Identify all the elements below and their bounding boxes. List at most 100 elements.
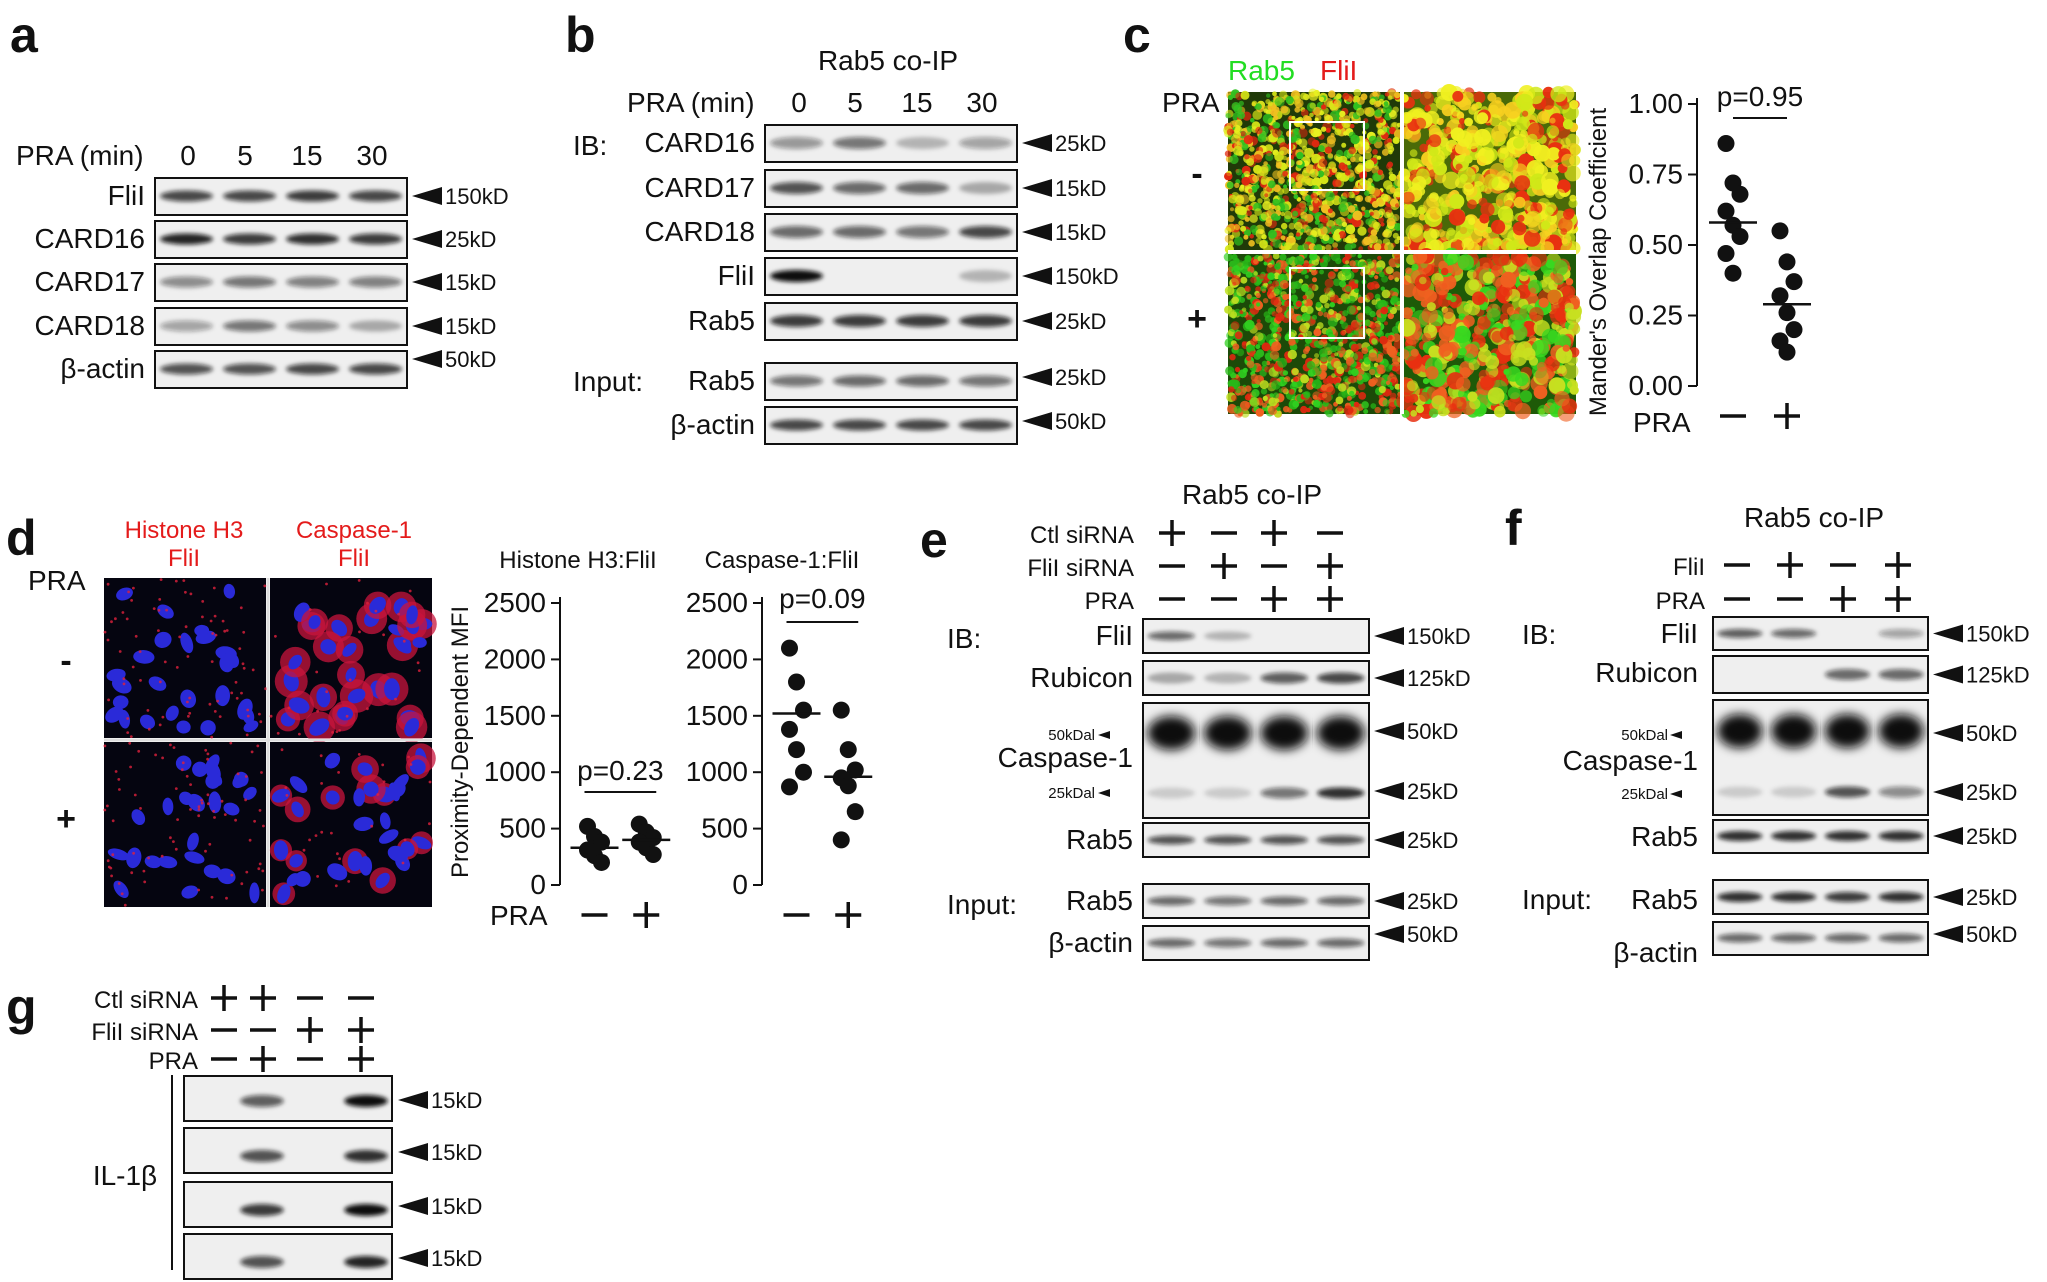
c-image-minus-overview-spot: [1249, 155, 1255, 161]
c-image-minus-zoom-spot: [1428, 134, 1442, 148]
c-image-minus-zoom-spot: [1541, 231, 1551, 240]
chart-d2-point: [846, 803, 864, 821]
c-image-plus-overview-spot: [1364, 319, 1371, 327]
a-band-2-lane-2: [223, 276, 276, 288]
chart-c-point: [1724, 264, 1742, 282]
c-image-plus-zoom-spot: [1550, 307, 1568, 325]
d-image-h3-plus-puncta: [174, 787, 178, 790]
c-image-minus-overview-spot: [1309, 112, 1314, 118]
d-image-h3-plus-puncta: [132, 851, 136, 855]
c-image-plus-overview-spot: [1311, 269, 1317, 276]
c-image-plus-zoom-spot: [1519, 390, 1533, 403]
c-image-minus-zoom-spot: [1419, 143, 1428, 153]
f-casp-marker-top-arrow: [1670, 731, 1682, 739]
c-image-plus-zoom-spot: [1396, 392, 1414, 410]
d-image-h3-plus-puncta: [106, 804, 109, 808]
d-image-h3-minus-puncta: [251, 668, 255, 672]
c-image-minus-overview-spot: [1240, 225, 1247, 232]
d-image-h3-minus-puncta: [157, 629, 160, 632]
a-band-0-lane-4: [349, 190, 402, 202]
d-image-h3-plus-nucleus: [217, 868, 236, 885]
c-image-minus-zoom-spot: [1560, 228, 1568, 235]
c-image-minus-overview-spot: [1325, 191, 1335, 202]
d-image-h3-plus-puncta: [225, 896, 228, 900]
c-image-plus-zoom-spot: [1452, 396, 1467, 412]
c-image-plus-overview-spot: [1294, 255, 1305, 266]
c-image-plus-zoom: [1396, 247, 1582, 422]
c-image-minus-overview-spot: [1371, 187, 1381, 197]
c-image-plus-zoom-spot: [1459, 367, 1471, 379]
d-col1-line2: FliI: [168, 545, 200, 572]
f-band-0-lane-4: [1878, 629, 1924, 638]
c-image-plus-zoom-spot: [1554, 391, 1570, 407]
c-image-minus-zoom-spot: [1491, 219, 1506, 234]
c-image-plus-overview-spot: [1275, 306, 1283, 314]
c-image-plus-zoom-spot: [1561, 362, 1579, 380]
d-image-h3-minus-puncta: [230, 691, 234, 695]
c-image-minus-overview-spot: [1250, 117, 1255, 123]
e-casp-kd-top-label: 50kD: [1407, 719, 1458, 744]
d-image-h3-minus-puncta: [216, 699, 220, 703]
c-image-minus-zoom-spot: [1470, 103, 1480, 112]
f-input-band-0-lane-4: [1878, 892, 1924, 902]
d-image-h3-plus-nucleus: [203, 864, 222, 879]
c-image-minus-overview-spot: [1326, 135, 1336, 145]
c-image-minus-overview-spot: [1301, 243, 1309, 252]
c-image-minus-overview-spot: [1347, 205, 1356, 213]
c-image-plus-overview-spot: [1384, 321, 1388, 326]
b-band-1-lane-2: [833, 182, 886, 194]
g-band-3-lane-4: [344, 1256, 388, 1268]
d-image-casp-minus-puncta: [374, 609, 378, 613]
d-image-h3-plus-puncta: [118, 788, 121, 791]
c-image-minus-zoom-spot: [1524, 211, 1540, 228]
b-input-band-0-lane-2: [833, 375, 886, 387]
c-image-minus-zoom-spot: [1549, 117, 1556, 124]
d-image-h3-plus-puncta: [206, 752, 210, 756]
c-image-plus-overview-spot: [1270, 344, 1278, 352]
d-image-h3-plus-puncta: [129, 765, 133, 769]
c-image-minus-zoom-spot: [1523, 230, 1541, 247]
b-row-label: CARD17: [645, 172, 755, 203]
f-input-band-0-lane-1: [1717, 892, 1763, 902]
c-image-plus-overview-spot: [1306, 407, 1311, 413]
panel-d-letter: d: [6, 510, 37, 566]
c-image-minus-overview-spot: [1345, 224, 1356, 235]
e-cond-label: Ctl siRNA: [1030, 522, 1134, 549]
c-image-minus-overview-spot: [1292, 210, 1299, 217]
c-image-minus-overview-spot: [1371, 200, 1379, 208]
d-image-h3-plus-puncta: [197, 808, 201, 811]
f-casp-marker-top: 50kDal: [1621, 727, 1668, 744]
d-image-casp-plus-nucleus: [347, 851, 363, 872]
e-input-band-1-lane-2: [1204, 938, 1252, 948]
c-image-minus-overview-spot: [1281, 222, 1288, 230]
c-image-plus-zoom-spot: [1480, 376, 1495, 391]
a-row-label: CARD16: [35, 223, 145, 254]
c-image-minus-overview-spot: [1375, 91, 1381, 97]
d-image-h3-minus-puncta: [242, 666, 246, 670]
c-image-plus-zoom-spot: [1565, 308, 1582, 325]
c-image-minus-zoom-spot: [1424, 105, 1431, 112]
chart-c-point: [1785, 321, 1803, 339]
b-input-band-1-lane-1: [770, 419, 823, 431]
d-image-casp-minus-puncta: [348, 678, 352, 682]
c-image-minus-overview-spot: [1368, 135, 1378, 145]
g-kd-0-label: 15kD: [431, 1088, 482, 1113]
g-cond-label: Ctl siRNA: [94, 987, 198, 1014]
c-image-minus-overview-spot: [1374, 109, 1382, 117]
f-rab5-band-lane-3: [1824, 831, 1870, 841]
c-image-plus-overview-spot: [1290, 281, 1298, 290]
b-input-band-1-lane-3: [896, 419, 949, 431]
c-image-minus-zoom-spot: [1527, 133, 1538, 145]
d-image-casp-plus-nucleus: [353, 788, 366, 807]
b-kd-4-label: 25kD: [1055, 309, 1106, 334]
c-image-minus-overview-spot: [1364, 190, 1370, 197]
c-image-plus-overview-spot: [1253, 352, 1261, 360]
c-image-plus-overview-spot: [1363, 306, 1371, 314]
d-image-h3-minus-puncta: [158, 598, 162, 601]
c-image-minus-overview-spot: [1279, 90, 1288, 99]
c-image-minus-overview-spot: [1257, 198, 1263, 204]
c-image-minus-overview-spot: [1249, 234, 1254, 239]
c-image-minus-zoom-spot: [1459, 118, 1466, 125]
d-image-casp-plus-puncta: [308, 838, 311, 842]
d-image-h3-minus-nucleus: [111, 677, 132, 694]
